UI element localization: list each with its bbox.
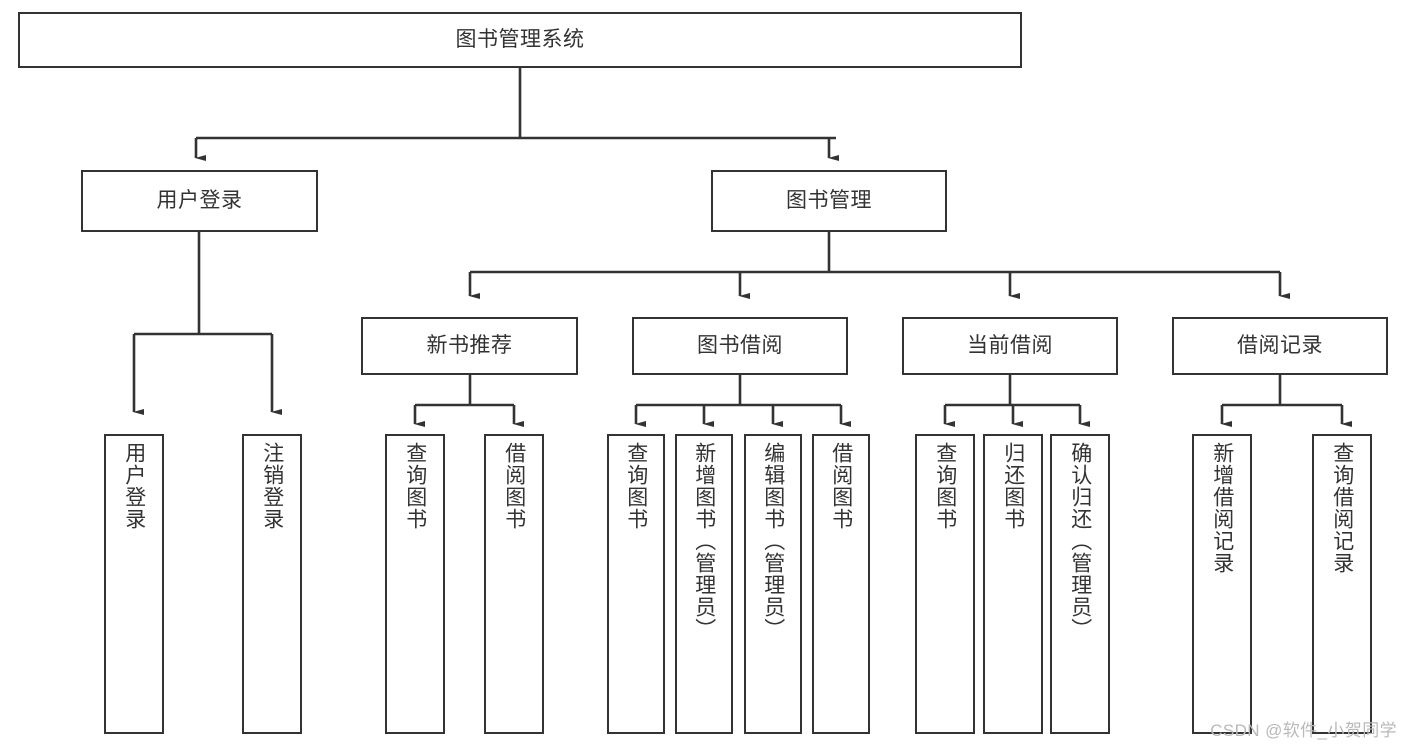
node-book-management[interactable]: 图书管理 bbox=[711, 170, 947, 232]
node-root-label: 图书管理系统 bbox=[455, 28, 585, 52]
node-root[interactable]: 图书管理系统 bbox=[18, 12, 1022, 68]
node-book-management-label: 图书管理 bbox=[786, 189, 872, 213]
leaf-user-logout-label: 注销登录 bbox=[260, 442, 284, 530]
leaf-record-add[interactable]: 新增借阅记录 bbox=[1192, 434, 1252, 734]
node-current-borrow-label: 当前借阅 bbox=[967, 334, 1053, 358]
leaf-newbook-query-label: 查询图书 bbox=[403, 442, 427, 530]
leaf-newbook-query[interactable]: 查询图书 bbox=[385, 434, 445, 734]
node-new-book-recommend-label: 新书推荐 bbox=[426, 334, 513, 358]
leaf-user-logout[interactable]: 注销登录 bbox=[242, 434, 302, 734]
leaf-newbook-borrow[interactable]: 借阅图书 bbox=[484, 434, 544, 734]
leaf-borrow-lend-label: 借阅图书 bbox=[829, 442, 853, 530]
leaf-newbook-borrow-label: 借阅图书 bbox=[502, 442, 526, 530]
leaf-current-confirm[interactable]: 确认归还（管理员） bbox=[1050, 434, 1110, 734]
node-book-borrow-label: 图书借阅 bbox=[697, 334, 783, 358]
leaf-current-return-label: 归还图书 bbox=[1001, 442, 1025, 530]
leaf-current-confirm-label: 确认归还（管理员） bbox=[1068, 442, 1092, 640]
node-borrow-record-label: 借阅记录 bbox=[1237, 334, 1323, 358]
leaf-record-query-label: 查询借阅记录 bbox=[1330, 442, 1354, 574]
leaf-borrow-query[interactable]: 查询图书 bbox=[607, 434, 665, 734]
leaf-record-add-label: 新增借阅记录 bbox=[1210, 442, 1234, 574]
node-new-book-recommend[interactable]: 新书推荐 bbox=[361, 317, 578, 375]
watermark: CSDN @软件_小贺同学 bbox=[1210, 721, 1397, 740]
node-borrow-record[interactable]: 借阅记录 bbox=[1172, 317, 1388, 375]
leaf-user-login[interactable]: 用户登录 bbox=[104, 434, 164, 734]
leaf-current-query[interactable]: 查询图书 bbox=[915, 434, 975, 734]
leaf-borrow-lend[interactable]: 借阅图书 bbox=[812, 434, 870, 734]
leaf-borrow-add-label: 新增图书（管理员） bbox=[692, 442, 716, 640]
node-user-login-label: 用户登录 bbox=[156, 189, 243, 213]
leaf-borrow-query-label: 查询图书 bbox=[624, 442, 648, 530]
leaf-current-return[interactable]: 归还图书 bbox=[983, 434, 1043, 734]
node-current-borrow[interactable]: 当前借阅 bbox=[902, 317, 1118, 375]
node-user-login[interactable]: 用户登录 bbox=[81, 170, 318, 232]
leaf-record-query[interactable]: 查询借阅记录 bbox=[1312, 434, 1372, 734]
leaf-current-query-label: 查询图书 bbox=[933, 442, 957, 530]
leaf-user-login-label: 用户登录 bbox=[122, 442, 146, 530]
node-book-borrow[interactable]: 图书借阅 bbox=[632, 317, 848, 375]
leaf-borrow-add[interactable]: 新增图书（管理员） bbox=[675, 434, 733, 734]
leaf-borrow-edit-label: 编辑图书（管理员） bbox=[761, 442, 785, 640]
leaf-borrow-edit[interactable]: 编辑图书（管理员） bbox=[744, 434, 802, 734]
